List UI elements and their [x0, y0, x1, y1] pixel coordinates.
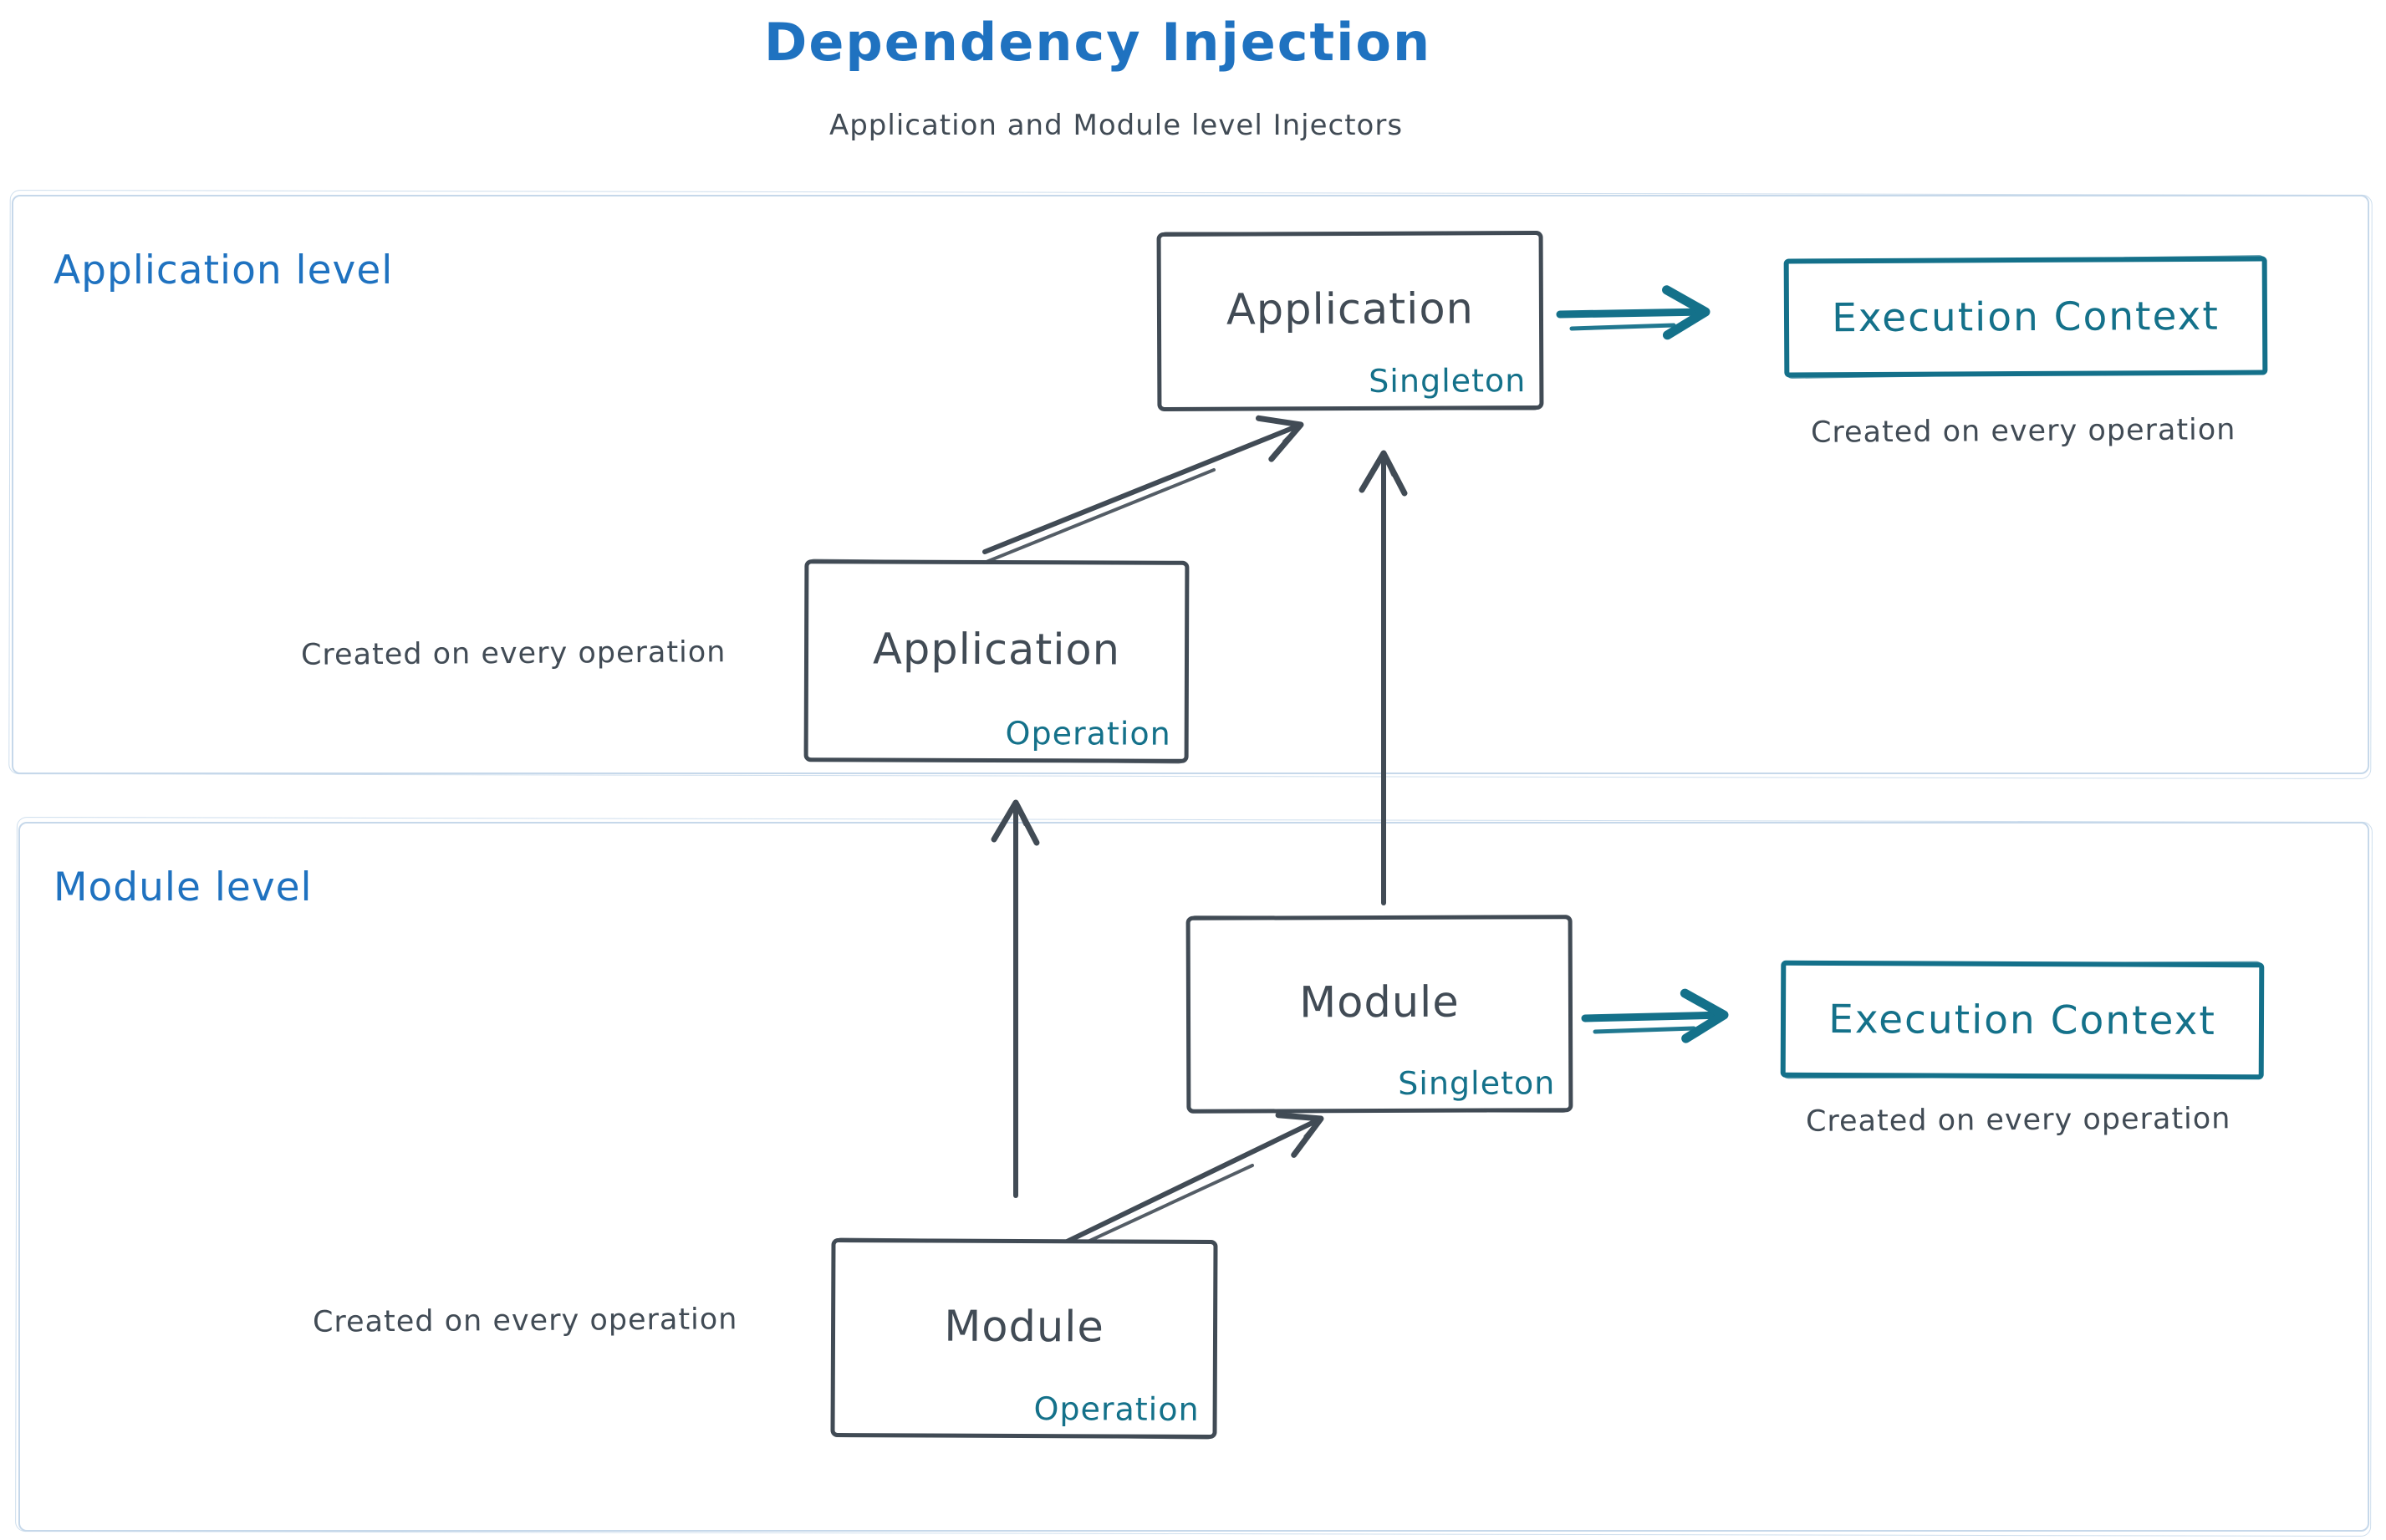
module-singleton-title: Module — [1299, 977, 1460, 1028]
page-title: Dependency Injection — [763, 12, 1432, 73]
app-operation-caption: Created on every operation — [300, 635, 727, 672]
page-subtitle: Application and Module level Injectors — [828, 109, 1404, 142]
module-level-label: Module level — [54, 864, 313, 910]
module-execution-context-box: Execution Context — [1780, 960, 2265, 1080]
app-operation-box: Application Operation — [803, 559, 1190, 763]
app-operation-badge: Operation — [1005, 715, 1171, 752]
app-singleton-title: Application — [1226, 283, 1475, 335]
module-singleton-badge: Singleton — [1398, 1064, 1556, 1102]
app-operation-title: Application — [872, 624, 1121, 676]
module-singleton-box: Module Singleton — [1185, 915, 1573, 1114]
app-singleton-badge: Singleton — [1369, 362, 1527, 400]
module-operation-title: Module — [944, 1302, 1104, 1352]
module-level-region — [18, 822, 2369, 1532]
app-singleton-box: Application Singleton — [1156, 230, 1544, 412]
app-execution-context-box: Execution Context — [1783, 256, 2268, 378]
module-operation-caption: Created on every operation — [312, 1303, 738, 1339]
module-execution-context-label: Execution Context — [1828, 996, 2216, 1044]
module-operation-badge: Operation — [1033, 1390, 1200, 1428]
app-execution-context-caption: Created on every operation — [1810, 413, 2236, 450]
application-level-region — [12, 195, 2369, 774]
app-execution-context-label: Execution Context — [1831, 293, 2220, 341]
module-operation-box: Module Operation — [830, 1237, 1218, 1440]
module-execution-context-caption: Created on every operation — [1805, 1102, 2231, 1139]
application-level-label: Application level — [54, 247, 394, 293]
